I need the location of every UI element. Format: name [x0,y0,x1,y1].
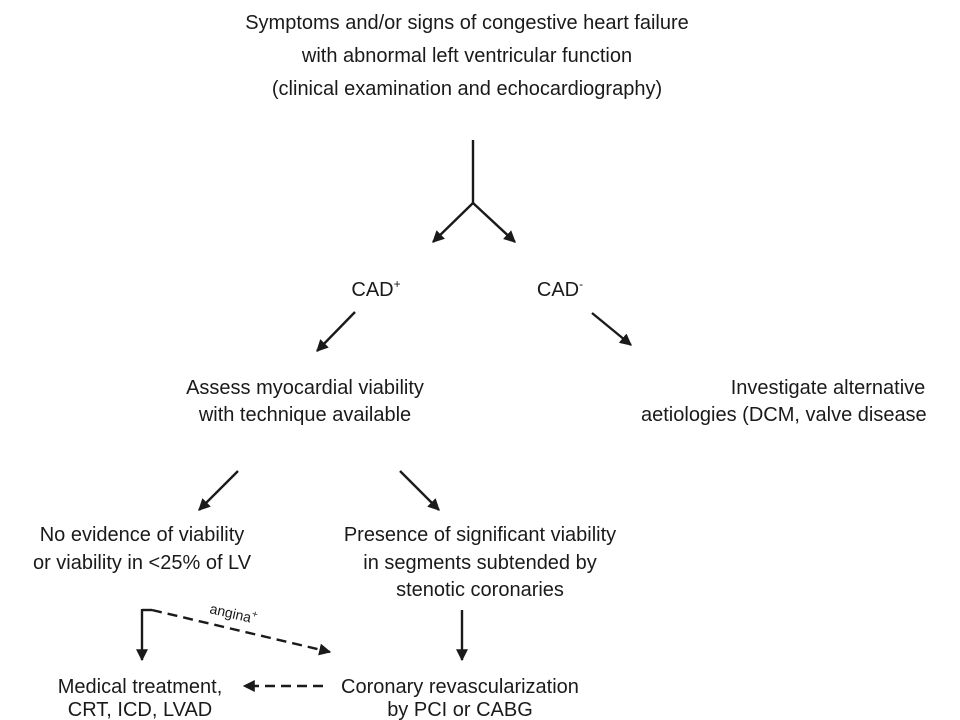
no-viability-line-2: or viability in <25% of LV [33,552,252,574]
viability-line-3: stenotic coronaries [396,579,564,601]
angina-sup: + [251,609,259,621]
node-root: Symptoms and/or signs of congestive hear… [245,12,689,100]
cad-pos-sup: + [394,277,401,291]
split-connector [432,140,516,243]
cad-pos-label: CAD [351,279,393,301]
medical-line-2: CRT, ICD, LVAD [68,699,212,720]
arrow-to-cad-neg [472,202,516,243]
investigate-line-1: Investigate alternative [731,377,926,399]
node-coronary-revascularization: Coronary revascularization by PCI or CAB… [341,676,579,720]
cad-neg-sup: - [579,277,583,291]
no-viability-line-1: No evidence of viability [40,524,245,546]
arrow-assess-to-no-viability [198,470,239,511]
arrow-assess-to-viability [399,470,440,511]
assess-line-2: with technique available [198,404,411,426]
cad-neg-label: CAD [537,279,579,301]
arrow-to-cad-pos [432,202,474,243]
node-significant-viability: Presence of significant viability in seg… [344,524,616,601]
arrow-cad-pos-to-assess [316,311,356,352]
angina-label: angina [208,600,253,625]
node-no-viability: No evidence of viability or viability in… [33,524,252,574]
arrow-cad-neg-to-investigate [591,312,632,346]
viability-line-2: in segments subtended by [363,552,597,574]
viability-line-1: Presence of significant viability [344,524,616,546]
root-line-2: with abnormal left ventricular function [301,45,632,67]
edge-label-angina: angina+ [208,599,259,626]
node-medical-treatment: Medical treatment, CRT, ICD, LVAD [58,676,223,720]
node-cad-negative: CAD- [537,277,583,301]
node-assess-viability: Assess myocardial viability with techniq… [186,377,424,426]
revasc-line-1: Coronary revascularization [341,676,579,698]
medical-line-1: Medical treatment, [58,676,223,698]
root-line-1: Symptoms and/or signs of congestive hear… [245,12,689,34]
assess-line-1: Assess myocardial viability [186,377,424,399]
no-viability-branch: angina+ [136,599,332,662]
revasc-line-2: by PCI or CABG [387,699,533,720]
node-investigate-alternative: Investigate alternative aetiologies (DCM… [641,377,927,426]
node-cad-positive: CAD+ [351,277,400,301]
root-line-3: (clinical examination and echocardiograp… [272,78,662,100]
dashed-arrow-angina-to-revasc [151,608,332,656]
investigate-line-2: aetiologies (DCM, valve disease [641,404,927,426]
